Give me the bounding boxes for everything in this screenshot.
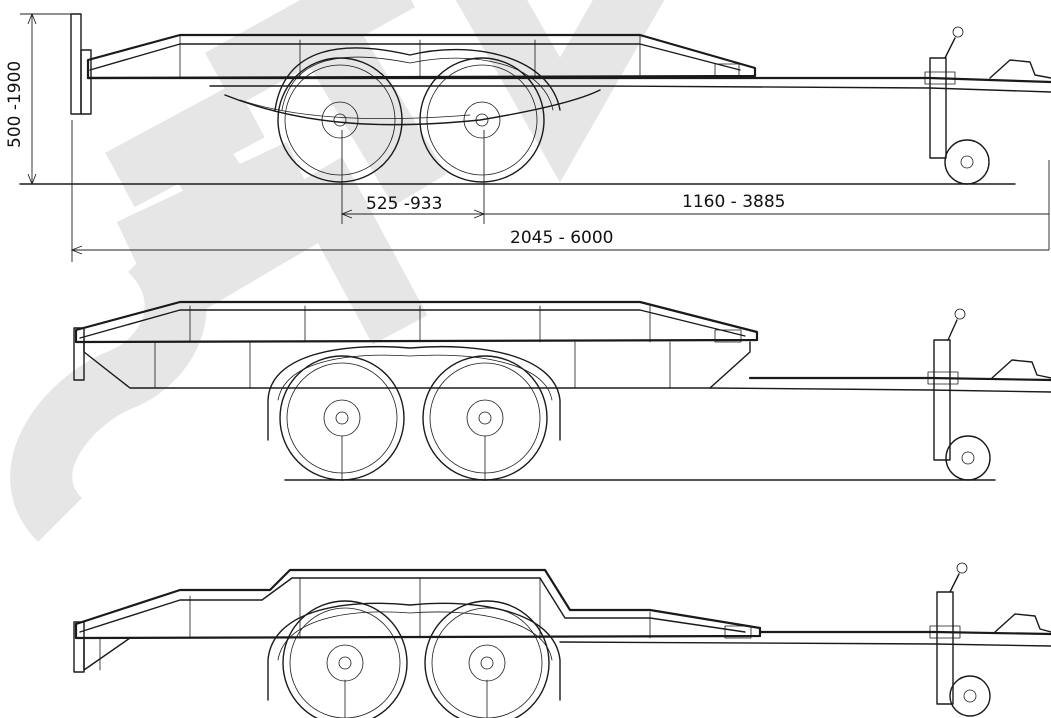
jockey-wheel (929, 26, 990, 185)
dimension-height-label: 500 -1900 (5, 61, 25, 148)
dimension-lines (20, 12, 1050, 262)
wheel (282, 600, 408, 718)
hitch-coupling (924, 59, 1051, 85)
trailer-view-2 (73, 300, 1051, 481)
dimension-overall-length-label: 2045 - 6000 (510, 228, 613, 248)
trailer-view-1 (19, 13, 1051, 185)
trailer-view-3 (73, 562, 1051, 718)
jockey-wheel (936, 562, 991, 717)
dimension-axle-to-hitch-label: 1160 - 3885 (682, 192, 785, 212)
hitch-coupling (929, 613, 1051, 639)
hitch-coupling (927, 359, 1051, 385)
dimension-axle-spacing-label: 525 -933 (366, 194, 442, 214)
wheel (277, 57, 403, 183)
wheel (419, 57, 545, 183)
jockey-wheel (933, 308, 991, 481)
